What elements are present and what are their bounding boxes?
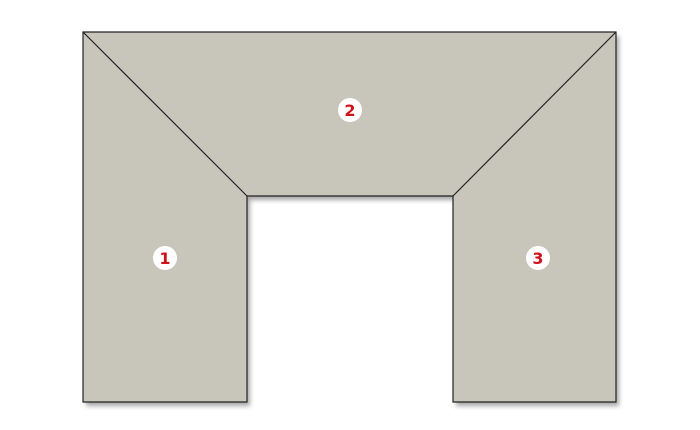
badge-section-3: 3 <box>526 246 550 270</box>
section-1-left-leg <box>83 32 247 402</box>
seam-right-miter <box>452 31 617 197</box>
seam-left-miter <box>82 31 248 197</box>
label-section-2: 2 <box>344 101 355 120</box>
section-3-right-leg <box>453 32 616 402</box>
badge-section-2: 2 <box>338 98 362 122</box>
label-section-1: 1 <box>159 249 170 268</box>
label-section-3: 3 <box>532 249 543 268</box>
countertop-group <box>83 32 616 402</box>
badge-section-1: 1 <box>153 246 177 270</box>
